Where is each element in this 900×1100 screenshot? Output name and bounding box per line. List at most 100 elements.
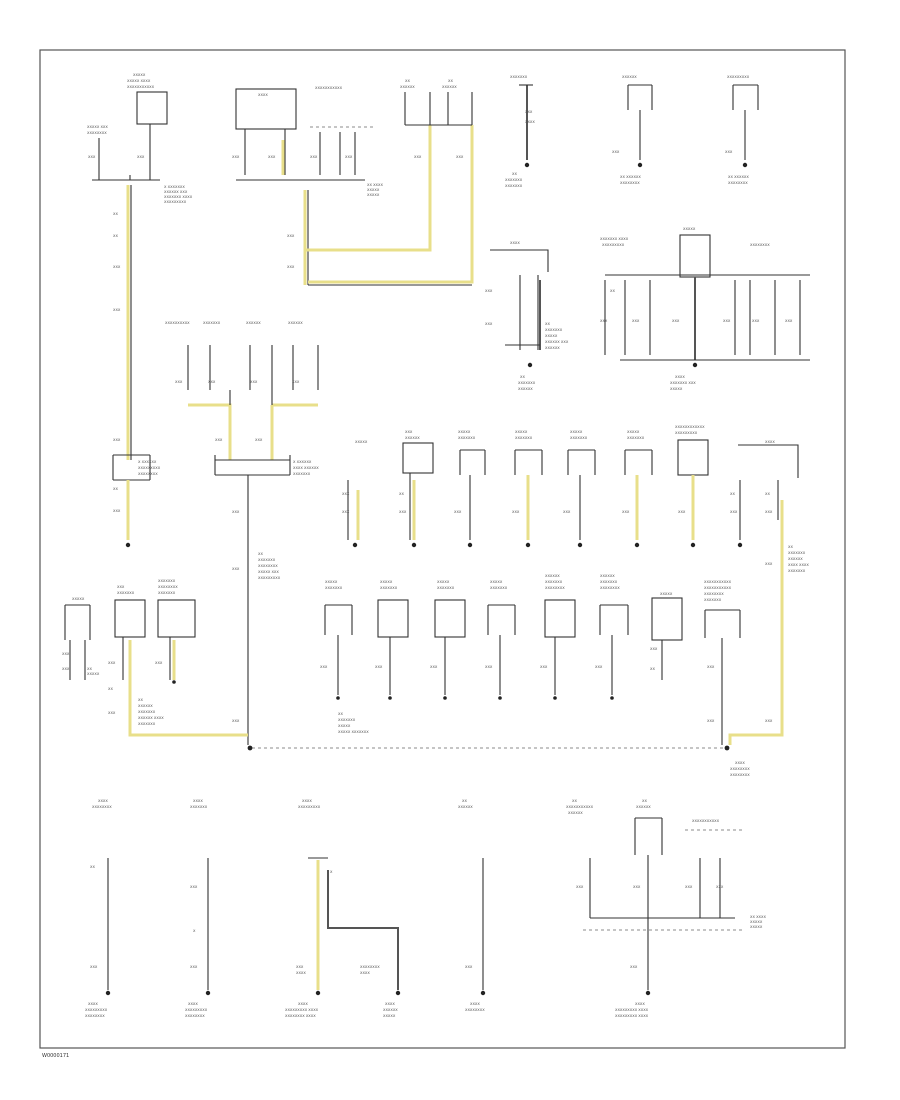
- svg-text:XXXX: XXXX: [258, 93, 268, 97]
- svg-text:XXX: XXX: [375, 665, 383, 669]
- svg-text:XXXXXXX: XXXXXXX: [437, 586, 455, 590]
- svg-text:XXX: XXX: [113, 438, 121, 442]
- svg-text:XXXXX: XXXXX: [367, 188, 380, 192]
- svg-text:XXXXXXXX: XXXXXXXX: [620, 181, 640, 185]
- svg-text:XXX: XXX: [752, 319, 760, 323]
- svg-text:XXXXXXXX: XXXXXXXX: [158, 585, 178, 589]
- svg-text:XXXXXXXX XXXX: XXXXXXXX XXXX: [285, 1014, 316, 1018]
- svg-text:XXXX: XXXX: [510, 241, 520, 245]
- section-lower-row: XXXXX XXX XXX XX XXXXX XXX XXXXXXX XXX X…: [62, 574, 773, 745]
- svg-text:XXXXX: XXXXX: [670, 387, 683, 391]
- svg-text:XXX: XXX: [650, 647, 658, 651]
- svg-text:XXXXXXX: XXXXXXX: [380, 586, 398, 590]
- svg-text:XXXXXXXX: XXXXXXXX: [750, 243, 770, 247]
- svg-text:XXXXX XXXX: XXXXX XXXX: [127, 79, 151, 83]
- svg-text:XX: XX: [572, 799, 577, 803]
- svg-text:XXXXXXXX: XXXXXXXX: [545, 586, 565, 590]
- svg-text:XXX: XXX: [785, 319, 793, 323]
- svg-text:XXXXXXXXX: XXXXXXXXX: [298, 805, 321, 809]
- svg-text:XXXXXX: XXXXXX: [568, 811, 583, 815]
- svg-text:XXX: XXX: [62, 667, 70, 671]
- section-bottom-row: XXXX XXXXXXXX XX XXX XXXX XXXXXXXXX XXXX…: [85, 799, 766, 1018]
- svg-text:XXXXXXX: XXXXXXX: [545, 580, 563, 584]
- svg-text:XX: XX: [338, 712, 343, 716]
- svg-text:XXXXXX XXXX: XXXXXX XXXX: [138, 716, 164, 720]
- svg-text:XXX: XXX: [485, 665, 493, 669]
- svg-text:X: X: [193, 929, 196, 933]
- svg-text:XXXXXX: XXXXXX: [518, 387, 533, 391]
- svg-text:XXX: XXX: [454, 510, 462, 514]
- svg-text:XXXXX: XXXXX: [437, 580, 450, 584]
- svg-text:XXXXXXX: XXXXXXX: [158, 591, 176, 595]
- svg-text:XXXXXXX: XXXXXXX: [203, 321, 221, 325]
- svg-text:XXXXXXXX: XXXXXXXX: [465, 1008, 485, 1012]
- svg-text:XXXXXXX: XXXXXXX: [518, 381, 536, 385]
- svg-text:XXXXXXXX: XXXXXXXX: [185, 1014, 205, 1018]
- svg-text:XXXXXXX: XXXXXXX: [600, 580, 618, 584]
- svg-text:XXXXXX: XXXXXX: [383, 1008, 398, 1012]
- svg-text:XX: XX: [545, 322, 550, 326]
- svg-text:XX: XX: [650, 667, 655, 671]
- svg-text:XX XXXXXX: XX XXXXXX: [728, 175, 749, 179]
- svg-text:XXXXXXXXXXXX: XXXXXXXXXXXX: [675, 425, 705, 429]
- svg-text:XXX: XXX: [268, 155, 276, 159]
- diagram-border: [39, 49, 846, 1049]
- svg-text:XXXXX: XXXXX: [627, 430, 640, 434]
- svg-text:XXXXXX: XXXXXX: [622, 75, 637, 79]
- svg-text:XXXXXXXXX XXXX: XXXXXXXXX XXXX: [615, 1008, 649, 1012]
- svg-text:XXXXX: XXXXX: [458, 430, 471, 434]
- svg-text:XXXXXXXX: XXXXXXXX: [730, 767, 750, 771]
- svg-text:X XXXXXX: X XXXXXX: [293, 460, 312, 464]
- svg-text:XXXXXXXX: XXXXXXXX: [728, 181, 748, 185]
- svg-text:XXXXXXXXXXX: XXXXXXXXXXX: [127, 85, 155, 89]
- svg-text:XXXXXXXXX: XXXXXXXXX: [675, 431, 698, 435]
- svg-text:XXXXXXX XXXX: XXXXXXX XXXX: [164, 195, 193, 199]
- svg-text:XX: XX: [448, 79, 453, 83]
- svg-text:XXX: XXX: [725, 150, 733, 154]
- svg-text:XXX: XXX: [255, 438, 263, 442]
- svg-text:XXXXXXXX: XXXXXXXX: [92, 805, 112, 809]
- svg-text:XXX: XXX: [512, 510, 520, 514]
- svg-text:XXX: XXX: [765, 719, 773, 723]
- svg-text:XXX: XXX: [190, 885, 198, 889]
- svg-text:XX XXXX: XX XXXX: [750, 915, 766, 919]
- svg-text:XXXX: XXXX: [302, 799, 312, 803]
- svg-text:XXXXX XXX: XXXXX XXX: [87, 125, 108, 129]
- svg-text:XXX: XXX: [399, 510, 407, 514]
- svg-text:XXX: XXX: [232, 567, 240, 571]
- svg-text:XX: XX: [399, 492, 404, 496]
- svg-text:XXXX: XXXX: [765, 440, 775, 444]
- svg-text:XXXX: XXXX: [675, 375, 685, 379]
- svg-text:XXXXXX: XXXXXX: [400, 85, 415, 89]
- svg-text:XXXX: XXXX: [735, 761, 745, 765]
- section-top-right: XXXXXXX XXX XXXX XX XXXXXXX XXXXXXX XXXX…: [505, 75, 759, 188]
- svg-text:XXXXXX: XXXXXX: [288, 321, 303, 325]
- svg-text:XXXXXXXXX: XXXXXXXXX: [727, 75, 750, 79]
- svg-text:XXX: XXX: [630, 965, 638, 969]
- svg-text:XXX: XXX: [108, 711, 116, 715]
- svg-text:XX: XX: [788, 545, 793, 549]
- svg-text:XXXXXXXX: XXXXXXXX: [87, 131, 107, 135]
- svg-text:XXXXX XXX: XXXXX XXX: [258, 570, 279, 574]
- section-top-mid: XXXX XXXXXXXXXXX XXX XXX XXX XXX XX XXXX…: [232, 79, 474, 286]
- section-top-left: XXXXX XXXXX XXXX XXXXXXXXXXX XXXXX XXX X…: [87, 73, 193, 460]
- svg-text:XX: XX: [730, 492, 735, 496]
- svg-text:XXXXXX: XXXXXX: [636, 805, 651, 809]
- svg-text:XXX: XXX: [632, 319, 640, 323]
- svg-text:XXXXX: XXXXX: [383, 1014, 396, 1018]
- svg-text:XXXXXX: XXXXXX: [600, 574, 615, 578]
- svg-text:XXX: XXX: [310, 155, 318, 159]
- svg-text:XXXX: XXXX: [188, 1002, 198, 1006]
- svg-text:X XXXXXX: X XXXXXX: [138, 460, 157, 464]
- svg-text:XXX: XXX: [707, 719, 715, 723]
- svg-text:XXXXXXX: XXXXXXX: [490, 586, 508, 590]
- svg-text:XXXXXXX: XXXXXXX: [788, 551, 806, 555]
- svg-text:XXX: XXX: [113, 265, 121, 269]
- svg-text:XXX: XXX: [485, 289, 493, 293]
- svg-text:XX: XX: [642, 799, 647, 803]
- svg-text:XXXXX: XXXXX: [545, 334, 558, 338]
- svg-text:XXXXXXXXX: XXXXXXXXX: [185, 1008, 208, 1012]
- svg-text:XXXXX: XXXXX: [72, 597, 85, 601]
- svg-text:XXXXXXXXXXX: XXXXXXXXXXX: [566, 805, 594, 809]
- svg-text:XXXXXXX: XXXXXXX: [138, 722, 156, 726]
